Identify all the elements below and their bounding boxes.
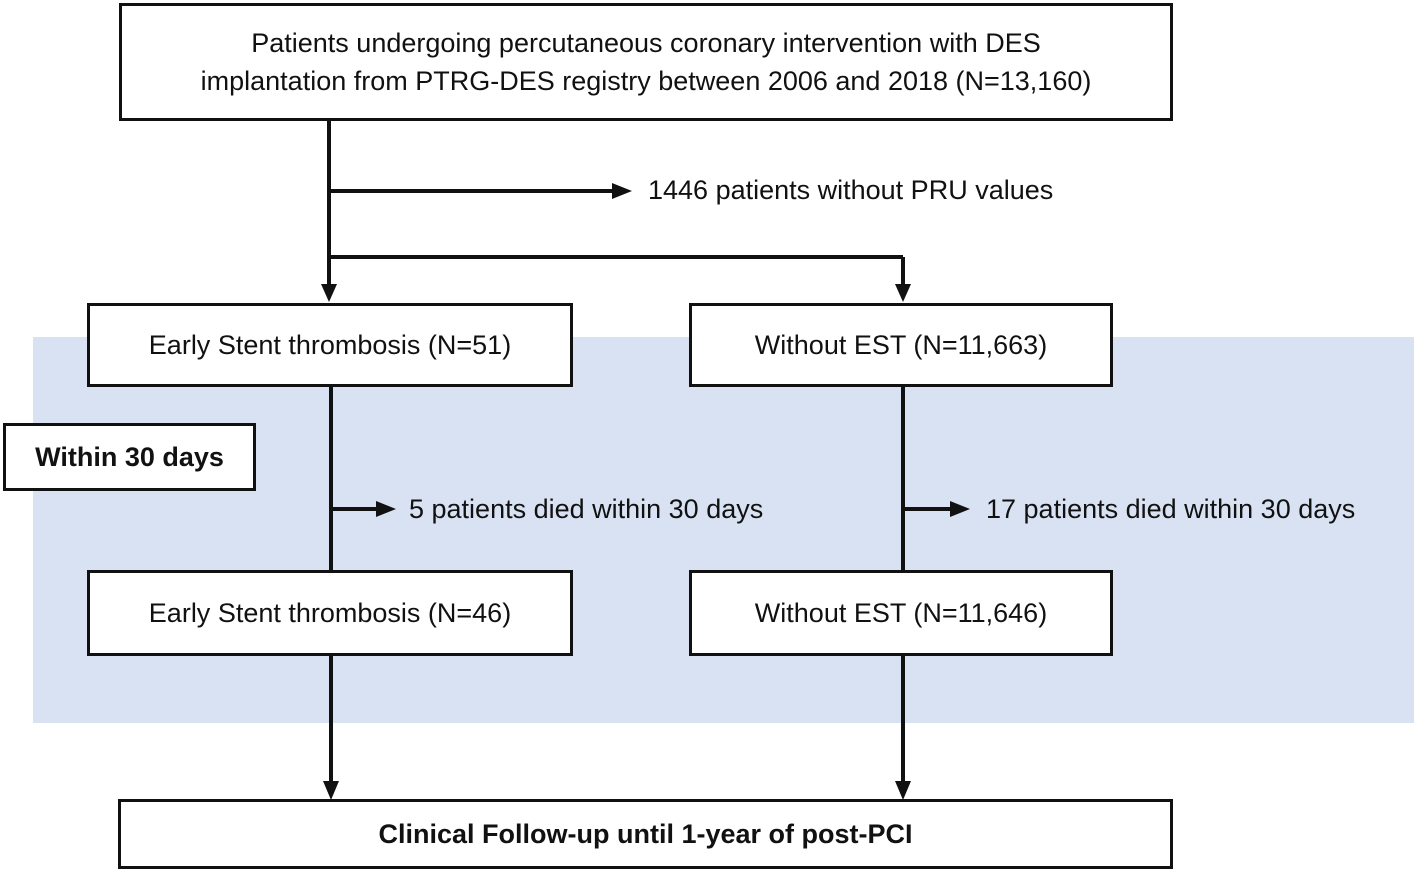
left-group-box-1-label: Early Stent thrombosis (N=51) <box>148 330 512 360</box>
right-bottom-arrowhead <box>895 781 911 800</box>
left-branch-arrowhead <box>321 284 337 302</box>
right-branch-arrowhead <box>895 284 911 302</box>
exclusion-left-arrowhead <box>376 501 396 517</box>
follow-up-box: Clinical Follow-up until 1-year of post-… <box>118 799 1173 869</box>
period-label: Within 30 days <box>35 442 224 472</box>
top-box-line-1: Patients undergoing percutaneous coronar… <box>251 28 1041 58</box>
left-group-box-2-label: Early Stent thrombosis (N=46) <box>148 598 512 628</box>
left-group-box-1: Early Stent thrombosis (N=51) <box>87 303 573 387</box>
top-box-line-2: implantation from PTRG-DES registry betw… <box>200 66 1092 96</box>
period-label-box: Within 30 days <box>3 423 256 491</box>
right-group-box-2-label: Without EST (N=11,646) <box>754 598 1048 628</box>
exclusion-right-note: 17 patients died within 30 days <box>986 494 1356 524</box>
exclusion-left-note: 5 patients died within 30 days <box>409 494 764 524</box>
exclusion-top-arrowhead <box>612 183 632 199</box>
within-30-days-region <box>33 337 1414 723</box>
left-bottom-arrowhead <box>323 781 339 800</box>
left-group-box-2: Early Stent thrombosis (N=46) <box>87 570 573 656</box>
top-population-box: Patients undergoing percutaneous coronar… <box>119 3 1173 121</box>
right-group-box-1: Without EST (N=11,663) <box>689 303 1113 387</box>
follow-up-label: Clinical Follow-up until 1-year of post-… <box>378 819 913 849</box>
exclusion-right-arrowhead <box>950 501 970 517</box>
right-group-box-2: Without EST (N=11,646) <box>689 570 1113 656</box>
right-group-box-1-label: Without EST (N=11,663) <box>754 330 1048 360</box>
exclusion-top-note: 1446 patients without PRU values <box>648 175 1054 205</box>
